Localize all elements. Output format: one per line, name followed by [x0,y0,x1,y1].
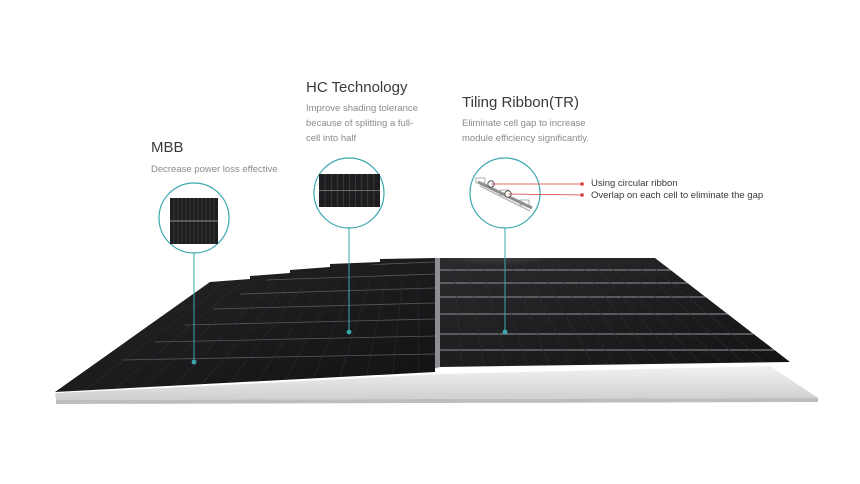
cell-busbar [362,281,387,392]
hc-connector-dot [346,329,352,335]
cell-busbar [278,281,339,392]
shingle-row [239,287,435,295]
legend-circular-ribbon: Using circular ribbon [591,178,678,189]
hc-magnifier [313,157,385,229]
cell-busbar [166,281,275,392]
module-frame-edge [56,398,818,404]
hc-description-line: because of splitting a full- [306,118,414,129]
tr-description-line: Eliminate cell gap to increase [462,118,586,129]
cell-busbar [138,281,259,392]
mbb-magnifier [158,182,230,254]
shingle-row [121,353,435,361]
cell-busbar [642,258,771,367]
panel-sheen [420,244,580,280]
module-frame [55,366,818,400]
right-panel [440,258,790,367]
cell-busbar [194,281,291,392]
tr-connector-dot [502,329,508,335]
mbb-description: Decrease power loss effective [151,164,278,175]
cell-busbar [628,258,749,367]
cell-busbar [110,281,243,392]
tr-description: Eliminate cell gap to increase module ef… [462,116,589,146]
tr-description-line: module efficiency significantly. [462,133,589,144]
tr-pointer-overlap [507,193,583,196]
tr-title: Tiling Ribbon(TR) [462,94,579,111]
hc-title: HC Technology [306,79,408,96]
hc-description-line: cell into half [306,133,357,144]
shingle-row [265,273,435,281]
left-panel [55,258,435,392]
cell-busbar [601,258,705,367]
shingle-row [184,318,435,326]
cell-busbar [561,258,639,367]
cell-busbar [82,281,227,392]
cell-busbar [574,258,661,367]
shingle-row [154,335,435,343]
cell-busbar [306,281,355,392]
cell-busbar [615,258,727,367]
shingle-row [212,302,435,310]
tr-magnifier [469,157,584,229]
cell-busbar [588,258,683,367]
cell-busbar [547,258,617,367]
hc-description-line: Improve shading tolerance [306,103,418,114]
cell-busbar [334,281,371,392]
mbb-title: MBB [151,139,184,156]
legend-overlap: Overlap on each cell to eliminate the ga… [591,190,764,201]
hc-description: Improve shading tolerance because of spl… [306,101,418,146]
cell-busbar [390,281,403,392]
cell-busbar [250,281,323,392]
cell-busbar [222,281,307,392]
mbb-connector-dot [191,359,197,365]
